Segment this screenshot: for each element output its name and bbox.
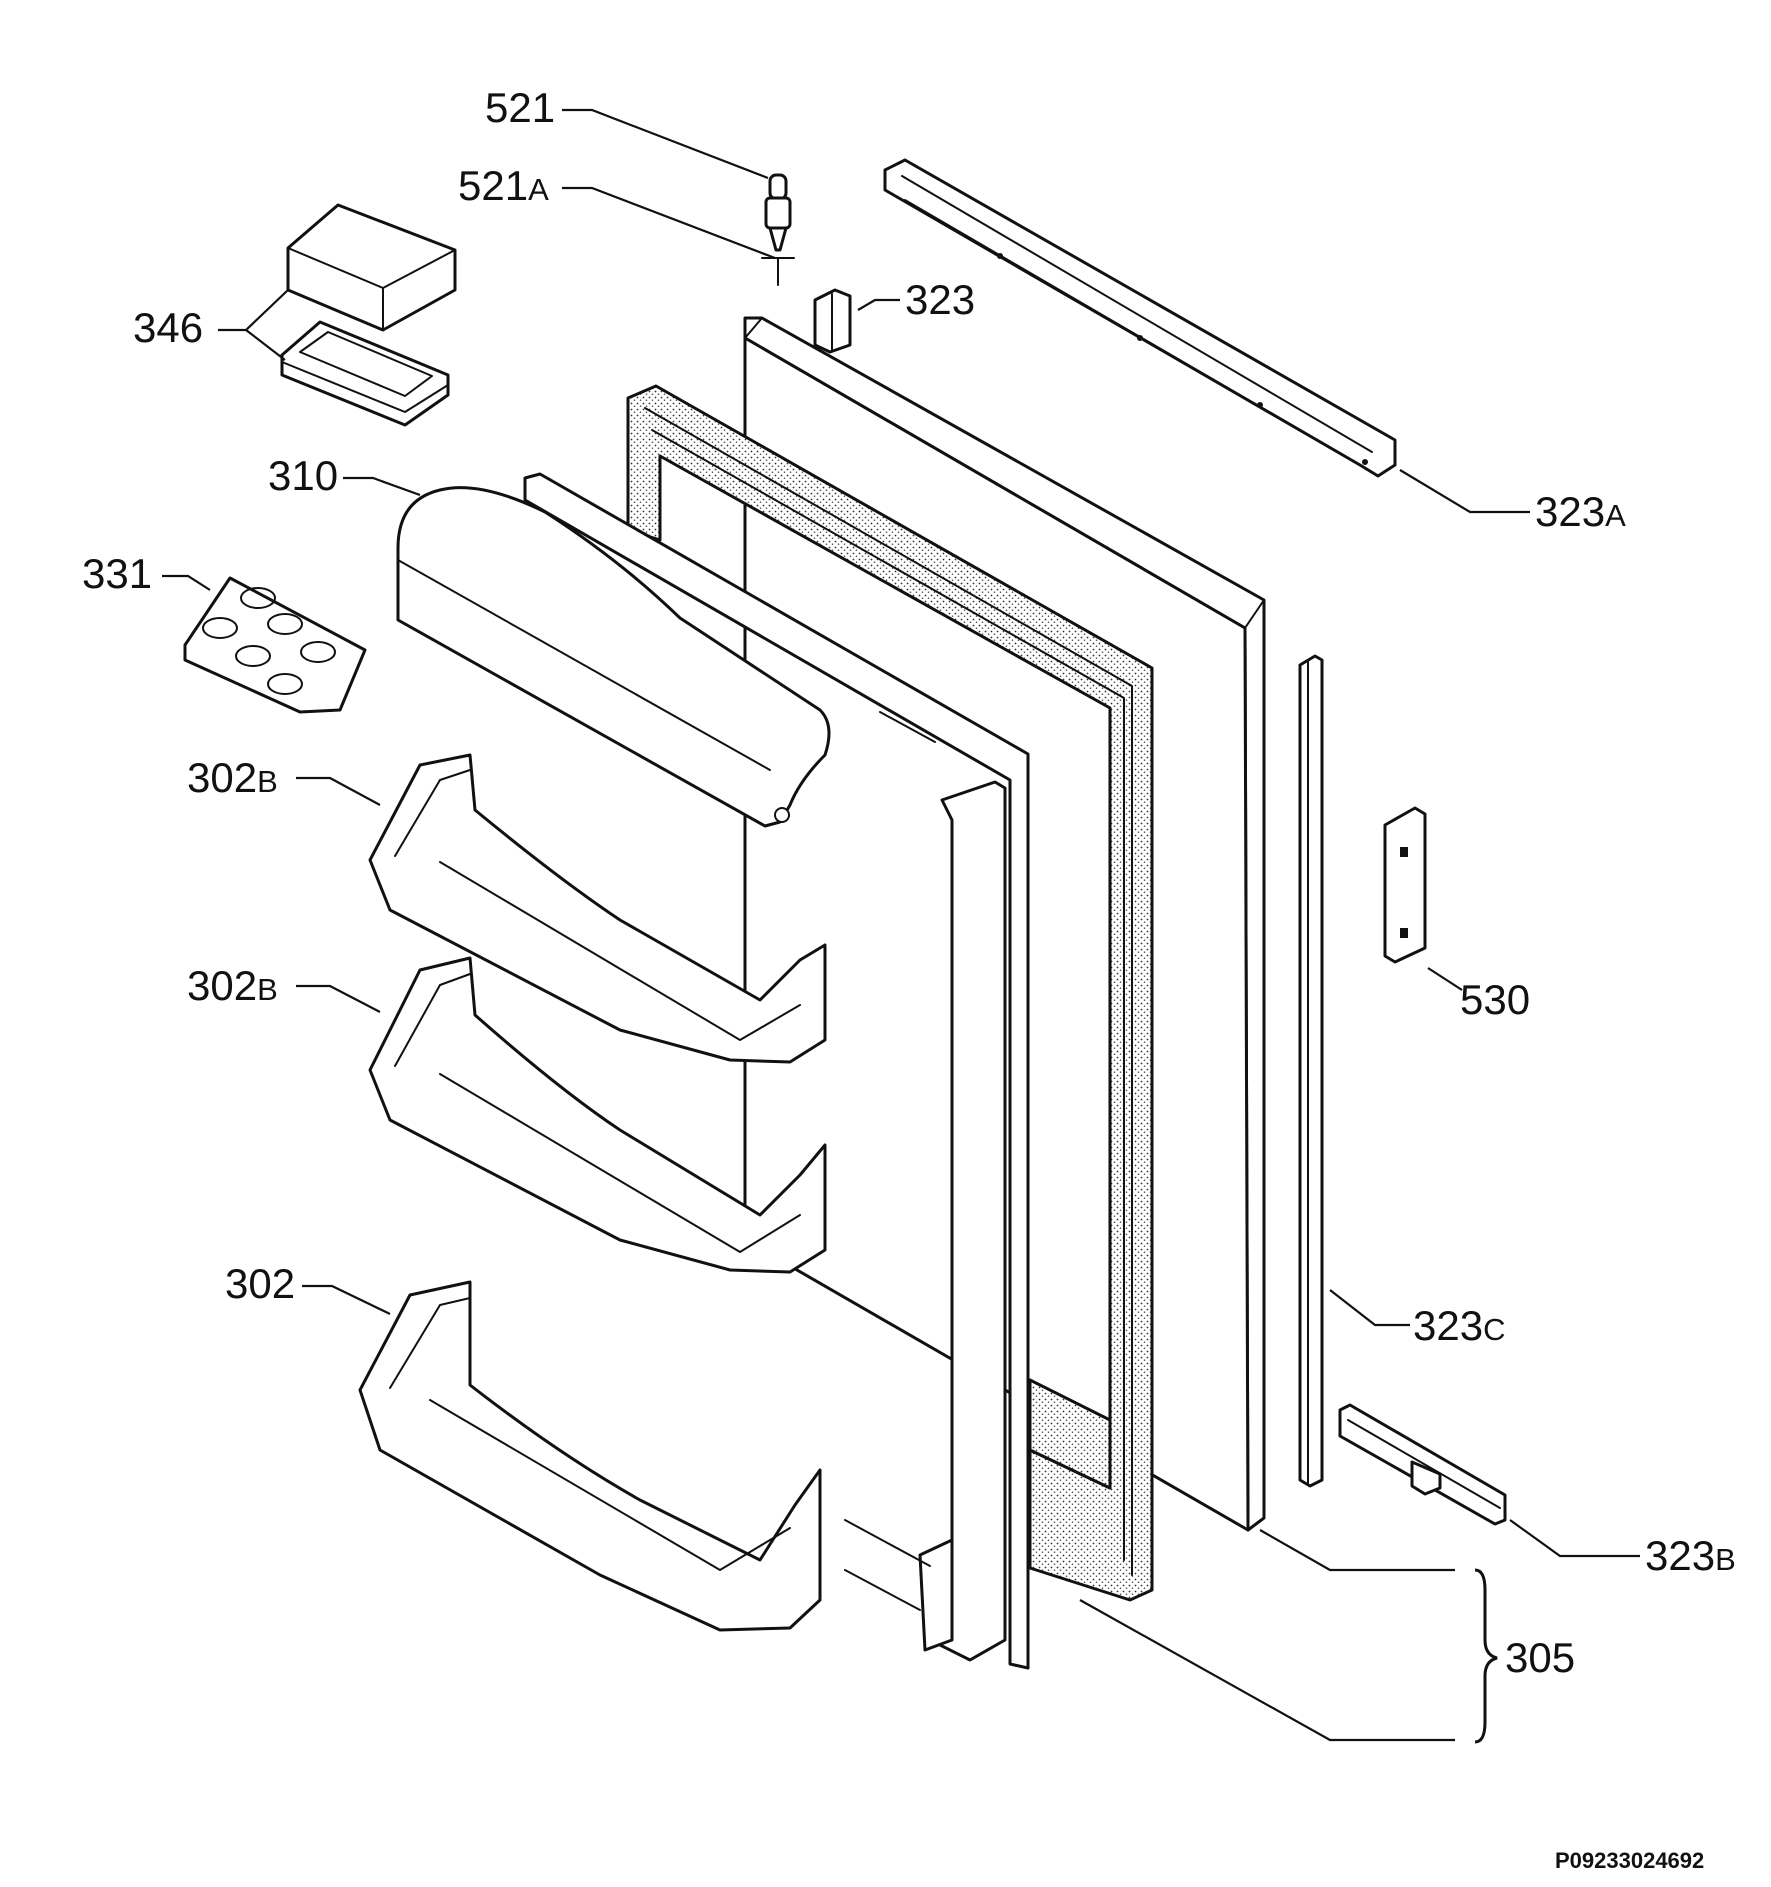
label-346: 346	[133, 304, 203, 351]
dairy-cover	[396, 486, 831, 828]
part-labels: 521 521A 323 346 323A 310 331 302B 302B …	[82, 84, 1736, 1873]
door-gasket	[626, 384, 1154, 1602]
label-521: 521	[485, 84, 555, 131]
egg-tray	[183, 576, 367, 714]
drawing-code: P09233024692	[1555, 1848, 1704, 1873]
door-shelf-upper	[368, 753, 827, 1064]
top-rail	[883, 158, 1397, 478]
label-310: 310	[268, 452, 338, 499]
label-302b-lower: 302B	[187, 962, 278, 1009]
label-323: 323	[905, 276, 975, 323]
hinge-pin	[761, 173, 795, 286]
bottom-rail	[1338, 1403, 1507, 1526]
label-302: 302	[225, 1260, 295, 1307]
bottle-shelf	[358, 1280, 822, 1632]
label-302b-upper: 302B	[187, 754, 278, 801]
inner-door-liner	[523, 472, 1030, 1670]
side-strip	[1298, 654, 1324, 1488]
hinge-channel-top	[813, 288, 852, 354]
leader-lines	[162, 108, 1640, 1744]
label-521a: 521A	[458, 162, 549, 209]
label-323c: 323C	[1413, 1302, 1505, 1349]
label-305: 305	[1505, 1634, 1575, 1681]
label-530: 530	[1460, 976, 1530, 1023]
label-323a: 323A	[1535, 488, 1626, 535]
label-323b: 323B	[1645, 1532, 1736, 1579]
hinge-bracket	[1383, 806, 1427, 964]
butter-compartment	[280, 203, 457, 427]
label-331: 331	[82, 550, 152, 597]
door-shelf-middle	[368, 956, 827, 1274]
